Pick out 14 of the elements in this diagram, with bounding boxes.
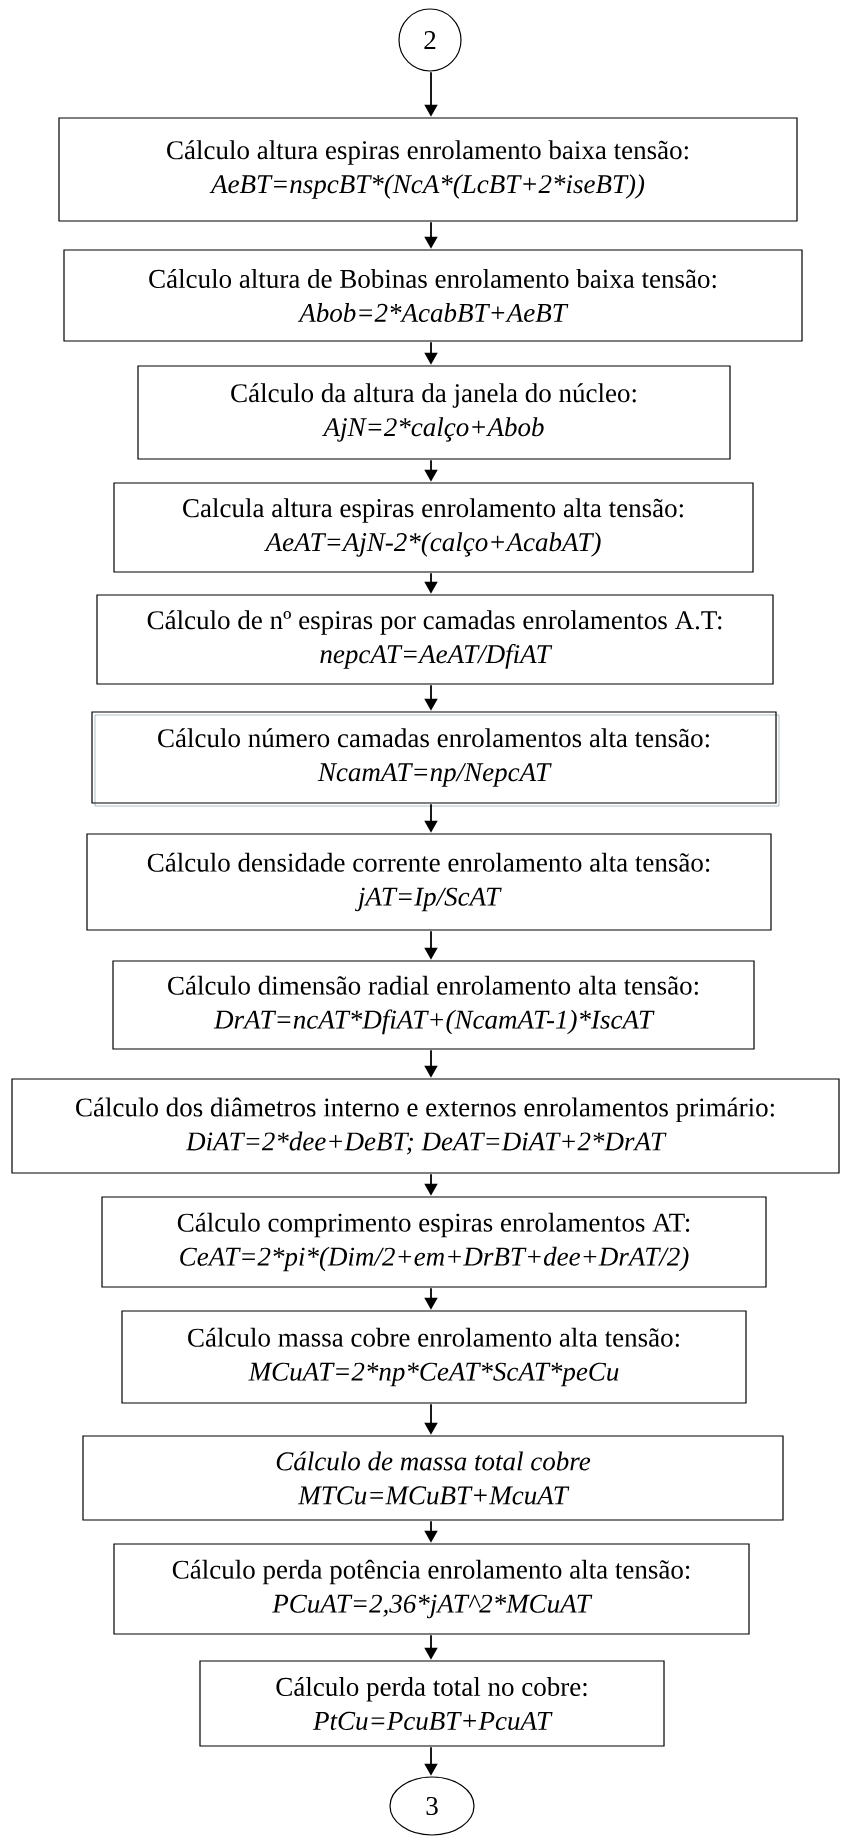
process-box: Cálculo número camadas enrolamentos alta tensão: NcamAT=np/NepcAT <box>91 711 780 807</box>
process-box: Cálculo de nº espiras por camadas enrolamentos A.T: nepcAT=AeAT/DfiAT <box>96 594 774 685</box>
process-box: Cálculo altura de Bobinas enrolamento baixa tensão: Abob=2*AcabBT+AeBT <box>63 249 803 342</box>
process-box: Cálculo dos diâmetros interno e externos enrolamentos primário: DiAT=2*dee+DeBT; DeAT=DiAT+2*DrAT <box>11 1078 840 1174</box>
process-box: Cálculo comprimento espiras enrolamentos AT: CeAT=2*pi*(Dim/2+em+DrBT+dee+DrAT/2) <box>101 1196 767 1288</box>
process-box: Cálculo perda potência enrolamento alta tensão: PCuAT=2,36*jAT^2*MCuAT <box>113 1543 750 1635</box>
process-box: Cálculo de massa total cobre MTCu=MCuBT+McuAT <box>82 1435 784 1521</box>
process-box: Cálculo perda total no cobre: PtCu=PcuBT+PcuAT <box>199 1660 665 1747</box>
process-box: Calcula altura espiras enrolamento alta tensão: AeAT=AjN-2*(calço+AcabAT) <box>113 482 754 573</box>
process-box: Cálculo massa cobre enrolamento alta tensão: MCuAT=2*np*CeAT*ScAT*peCu <box>121 1310 747 1404</box>
process-box: Cálculo densidade corrente enrolamento alta tensão: jAT=Ip/ScAT <box>86 833 772 931</box>
process-box: Cálculo altura espiras enrolamento baixa tensão: AeBT=nspcBT*(NcA*(LcBT+2*iseBT)) <box>58 117 798 222</box>
process-box: Cálculo da altura da janela do núcleo: AjN=2*calço+Abob <box>137 365 731 460</box>
process-box: Cálculo dimensão radial enrolamento alta tensão: DrAT=ncAT*DfiAT+(NcamAT-1)*IscAT <box>112 960 755 1050</box>
